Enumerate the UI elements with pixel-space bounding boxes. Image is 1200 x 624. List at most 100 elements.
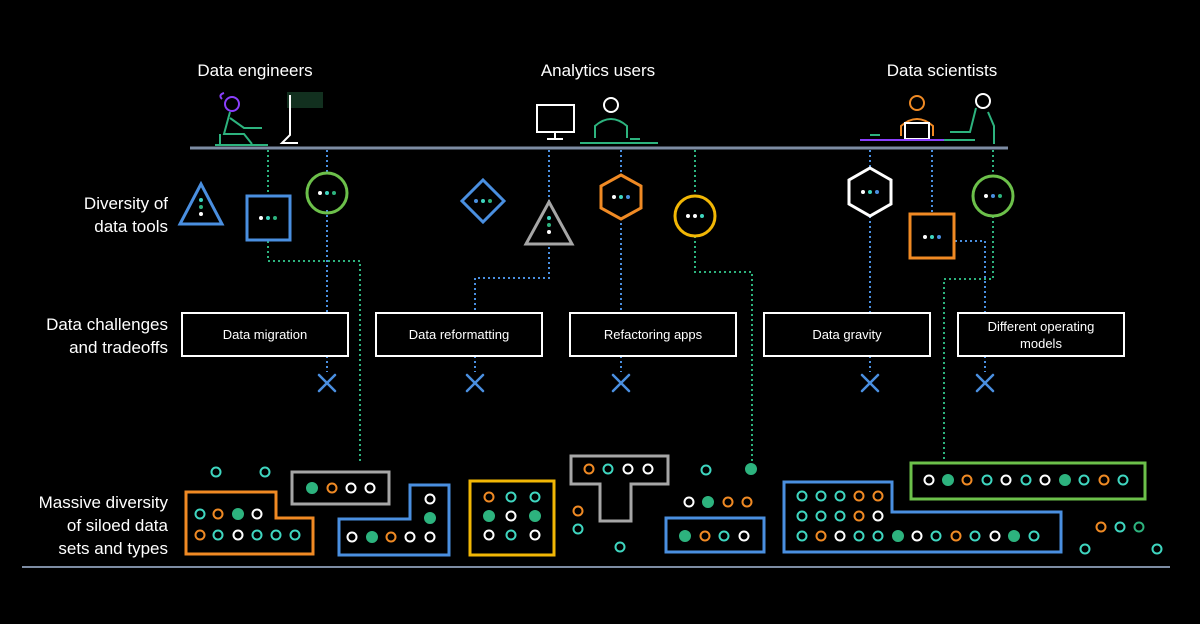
- data-dot: [1117, 474, 1129, 486]
- hexagon-tool-icon: [847, 166, 893, 218]
- data-dot: [424, 493, 436, 505]
- data-dot: [505, 529, 517, 541]
- data-dot: [326, 482, 338, 494]
- triangle-tool-icon: [523, 198, 575, 246]
- data-dot: [969, 530, 981, 542]
- data-dot: [1133, 521, 1145, 533]
- challenge-box-data-gravity: Data gravity: [763, 312, 931, 357]
- row-label-tools: Diversity of data tools: [40, 192, 168, 238]
- person-at-desk-icon: [215, 92, 268, 146]
- data-dot: [1059, 474, 1071, 486]
- data-dot: [872, 510, 884, 522]
- challenge-box-different-operating-models: Different operating models: [957, 312, 1125, 357]
- data-dot: [961, 474, 973, 486]
- data-dot: [210, 466, 222, 478]
- data-dot: [1020, 474, 1032, 486]
- data-dot: [251, 508, 263, 520]
- data-dot: [872, 490, 884, 502]
- data-dot: [622, 463, 634, 475]
- data-dot: [1000, 474, 1012, 486]
- dataset-shape-lime: [909, 461, 1147, 501]
- data-dots: [194, 463, 1163, 555]
- data-dot: [796, 490, 808, 502]
- data-dot: [834, 510, 846, 522]
- connector-line: [267, 241, 361, 462]
- data-dot: [834, 490, 846, 502]
- square-tool-icon: [245, 194, 292, 242]
- data-dot: [424, 512, 436, 524]
- data-dot: [483, 529, 495, 541]
- x-mark-icon: [465, 373, 485, 393]
- circle-tool-icon: [305, 171, 349, 215]
- data-dot: [602, 463, 614, 475]
- challenge-box-data-reformatting: Data reformatting: [375, 312, 543, 357]
- dataset-shape-yellow: [468, 479, 556, 557]
- connector-line: [955, 240, 986, 312]
- data-dot: [232, 529, 244, 541]
- data-dot: [872, 530, 884, 542]
- group-title-analytics-users: Analytics users: [540, 61, 656, 80]
- data-dot: [942, 474, 954, 486]
- circle-tool-icon: [971, 174, 1015, 218]
- data-dot: [950, 530, 962, 542]
- data-dot: [259, 466, 271, 478]
- data-dot: [306, 482, 318, 494]
- x-mark-icon: [860, 373, 880, 393]
- data-dot: [642, 463, 654, 475]
- data-dot: [853, 490, 865, 502]
- data-dot: [1078, 474, 1090, 486]
- data-dot: [815, 530, 827, 542]
- data-dot: [194, 508, 206, 520]
- data-dot: [923, 474, 935, 486]
- data-dot: [702, 496, 714, 508]
- row-label-tools-line-2: data tools: [94, 217, 168, 236]
- data-dot: [722, 496, 734, 508]
- data-dot: [212, 529, 224, 541]
- data-dot: [815, 490, 827, 502]
- data-dot: [289, 529, 301, 541]
- data-dot: [796, 510, 808, 522]
- dataset-shape-blue: [337, 483, 451, 557]
- data-dot: [614, 541, 626, 553]
- person-at-laptop-icon: [860, 95, 965, 141]
- data-dot: [404, 531, 416, 543]
- data-dot: [911, 530, 923, 542]
- dataset-shape-gray-t: [569, 454, 670, 523]
- data-dot: [683, 496, 695, 508]
- dataset-shape-orange: [184, 490, 315, 556]
- data-dot: [1098, 474, 1110, 486]
- square-tool-icon: [908, 212, 956, 260]
- hexagon-tool-icon: [599, 173, 643, 221]
- data-dot: [700, 464, 712, 476]
- connector-line: [943, 150, 994, 462]
- row-label-tools-line-1: Diversity of: [83, 194, 168, 213]
- data-dot: [834, 530, 846, 542]
- group-title-data-engineers: Data engineers: [197, 61, 313, 80]
- x-mark-icon: [975, 373, 995, 393]
- challenge-box-data-migration: Data migration: [181, 312, 349, 357]
- data-dot: [505, 491, 517, 503]
- data-dot: [529, 510, 541, 522]
- connector-line: [694, 150, 753, 468]
- data-dot: [981, 474, 993, 486]
- data-dot: [251, 529, 263, 541]
- challenge-label: Data gravity: [812, 327, 882, 342]
- dataset-shape-blue: [664, 516, 766, 554]
- group-title-data-scientists: Data scientists: [886, 61, 998, 80]
- data-dot: [385, 531, 397, 543]
- data-dot: [194, 529, 206, 541]
- data-dot: [529, 491, 541, 503]
- data-dot: [212, 508, 224, 520]
- data-dot: [930, 530, 942, 542]
- data-dot: [1095, 521, 1107, 533]
- data-dot: [738, 530, 750, 542]
- data-dot: [1079, 543, 1091, 555]
- data-dot: [424, 531, 436, 543]
- data-dot: [346, 531, 358, 543]
- data-dot: [505, 510, 517, 522]
- circle-tool-icon: [673, 194, 717, 238]
- person-at-desk-icon: [580, 97, 658, 144]
- data-dot: [366, 531, 378, 543]
- data-dot: [345, 482, 357, 494]
- x-mark-icon: [317, 373, 337, 393]
